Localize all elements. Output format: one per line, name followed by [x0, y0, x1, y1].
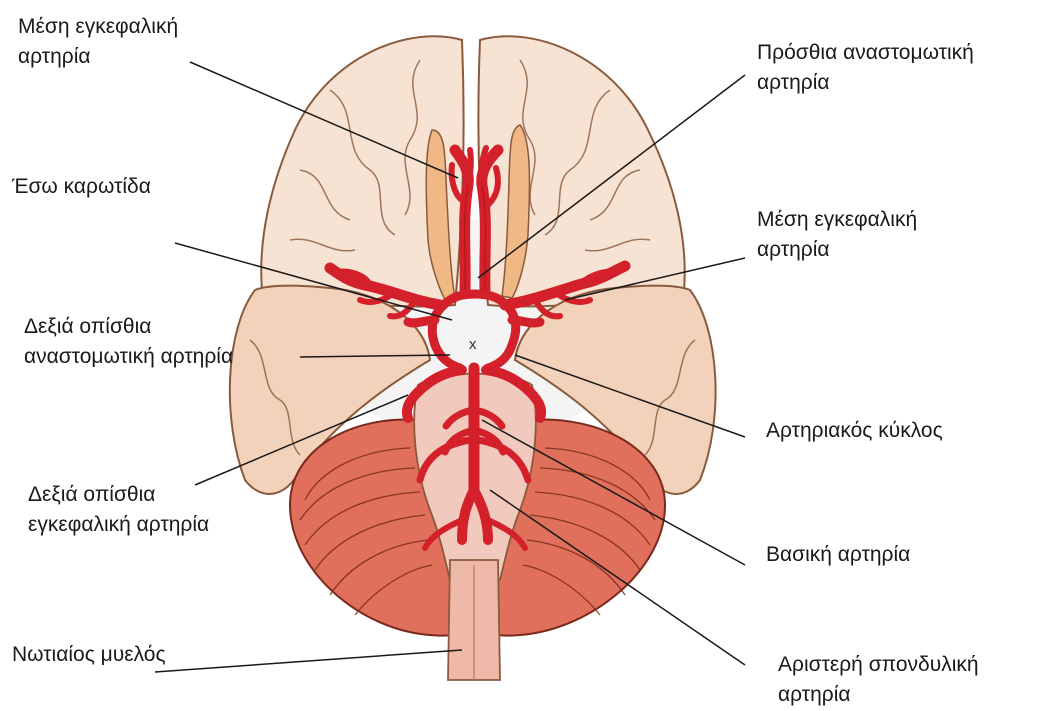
label-line: Πρόσθια αναστομωτική — [757, 38, 974, 68]
label-line: Μέση εγκεφαλική — [18, 12, 178, 42]
label-line: αρτηρία — [757, 235, 917, 265]
label-line: Αριστερή σπονδυλική — [778, 650, 979, 680]
label-line: Δεξιά οπίσθια — [28, 480, 209, 510]
label-line: εγκεφαλική αρτηρία — [28, 510, 209, 540]
label-mid-cerebral-left: Μέση εγκεφαλική αρτηρία — [18, 12, 178, 72]
label-right-post-cerebral: Δεξιά οπίσθια εγκεφαλική αρτηρία — [28, 480, 209, 540]
label-ant-communicating: Πρόσθια αναστομωτική αρτηρία — [757, 38, 974, 98]
label-basilar: Βασική αρτηρία — [766, 540, 910, 570]
label-line: αρτηρία — [18, 42, 178, 72]
label-mid-cerebral-right: Μέση εγκεφαλική αρτηρία — [757, 205, 917, 265]
label-left-vertebral: Αριστερή σπονδυλική αρτηρία — [778, 650, 979, 710]
label-line: αναστομωτική αρτηρία — [24, 342, 233, 372]
label-line: Βασική αρτηρία — [766, 540, 910, 570]
label-line: Έσω καρωτίδα — [12, 172, 151, 202]
label-line: αρτηρία — [778, 680, 979, 710]
label-line: αρτηρία — [757, 68, 974, 98]
label-line: Μέση εγκεφαλική — [757, 205, 917, 235]
leader-spinal-cord — [155, 650, 462, 672]
circle-marker-x: x — [469, 336, 477, 353]
label-line: Νωτιαίος μυελός — [12, 640, 166, 670]
label-internal-carotid: Έσω καρωτίδα — [12, 172, 151, 202]
label-arterial-circle: Αρτηριακός κύκλος — [766, 416, 943, 446]
label-line: Αρτηριακός κύκλος — [766, 416, 943, 446]
label-line: Δεξιά οπίσθια — [24, 312, 233, 342]
label-right-post-communicating: Δεξιά οπίσθια αναστομωτική αρτηρία — [24, 312, 233, 372]
label-spinal-cord: Νωτιαίος μυελός — [12, 640, 166, 670]
